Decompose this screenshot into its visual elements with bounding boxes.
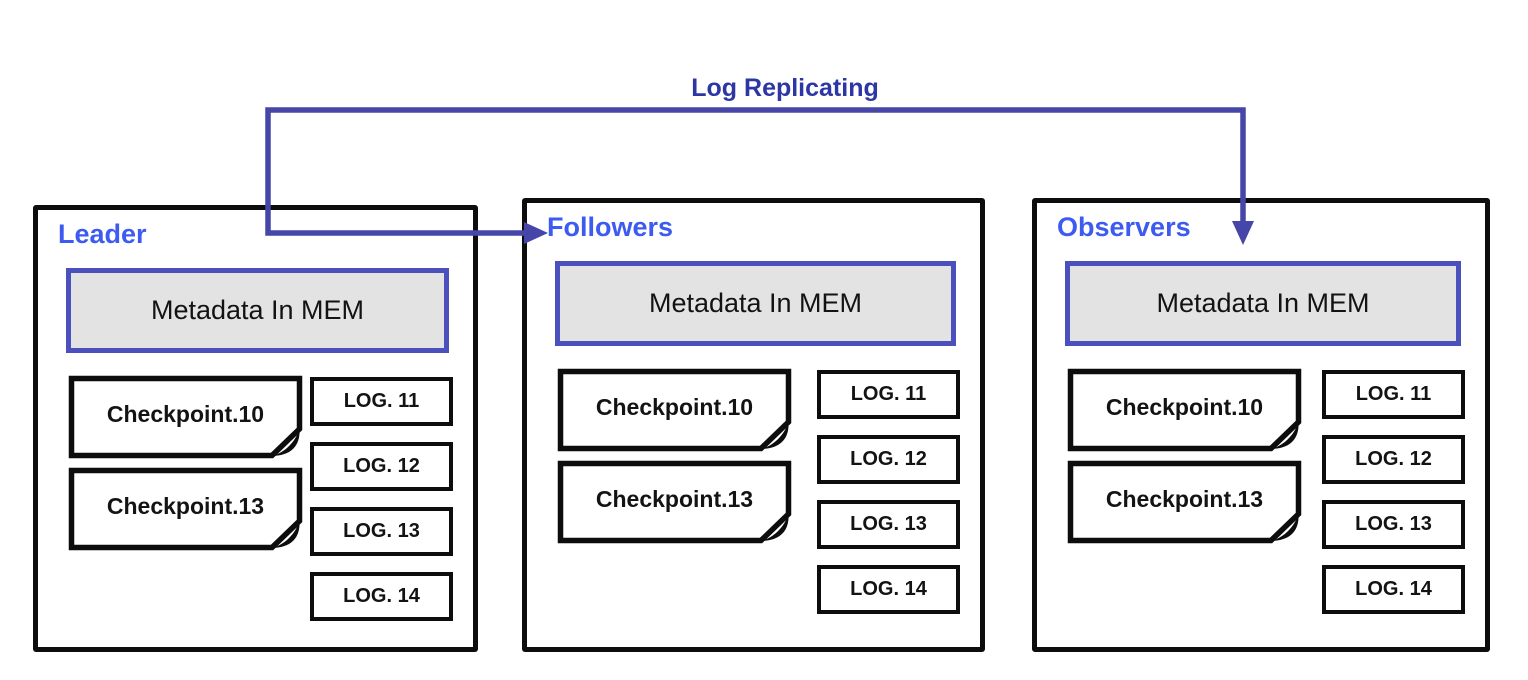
node-followers-log-4: LOG. 14	[817, 565, 960, 614]
folded-corner-document-icon	[1067, 368, 1302, 452]
node-leader-label: Leader	[58, 219, 147, 249]
folded-corner-document-icon	[557, 460, 792, 544]
node-followers-log-1: LOG. 11	[817, 370, 960, 419]
node-followers-label: Followers	[547, 212, 674, 242]
node-observers-metadata-box: Metadata In MEM	[1065, 261, 1461, 346]
node-followers: Followers Metadata In MEM Checkpoint.10 …	[522, 198, 985, 652]
node-observers-log-3: LOG. 13	[1322, 500, 1465, 549]
checkpoint-label: Checkpoint.13	[595, 485, 754, 512]
node-observers-log-4: LOG. 14	[1322, 565, 1465, 614]
metadata-label: Metadata In MEM	[648, 288, 863, 318]
node-observers: Observers Metadata In MEM Checkpoint.10 …	[1032, 198, 1490, 652]
checkpoint-label: Checkpoint.10	[595, 393, 754, 420]
node-leader-log-1: LOG. 11	[310, 377, 453, 426]
node-observers-log-2: LOG. 12	[1322, 435, 1465, 484]
folded-corner-document-icon	[1067, 460, 1302, 544]
metadata-label: Metadata In MEM	[150, 295, 365, 325]
checkpoint-label: Checkpoint.13	[106, 492, 265, 519]
folded-corner-document-icon	[68, 375, 303, 459]
node-followers-checkpoint-2: Checkpoint.13	[557, 460, 792, 544]
node-observers-label: Observers	[1057, 212, 1191, 242]
node-leader: Leader Metadata In MEM Checkpoint.10 Che…	[33, 205, 478, 652]
diagram-title: Log Replicating	[691, 74, 879, 102]
node-observers-checkpoint-2: Checkpoint.13	[1067, 460, 1302, 544]
folded-corner-document-icon	[68, 467, 303, 551]
node-leader-log-4: LOG. 14	[310, 572, 453, 621]
folded-corner-document-icon	[557, 368, 792, 452]
node-leader-log-2: LOG. 12	[310, 442, 453, 491]
node-leader-metadata-box: Metadata In MEM	[66, 268, 449, 353]
checkpoint-label: Checkpoint.13	[1105, 485, 1264, 512]
node-leader-checkpoint-1: Checkpoint.10	[68, 375, 303, 459]
checkpoint-label: Checkpoint.10	[106, 400, 265, 427]
checkpoint-label: Checkpoint.10	[1105, 393, 1264, 420]
node-followers-log-2: LOG. 12	[817, 435, 960, 484]
node-followers-log-3: LOG. 13	[817, 500, 960, 549]
node-observers-checkpoint-1: Checkpoint.10	[1067, 368, 1302, 452]
node-followers-metadata-box: Metadata In MEM	[555, 261, 956, 346]
node-observers-log-1: LOG. 11	[1322, 370, 1465, 419]
metadata-label: Metadata In MEM	[1156, 288, 1370, 318]
node-leader-log-3: LOG. 13	[310, 507, 453, 556]
node-leader-checkpoint-2: Checkpoint.13	[68, 467, 303, 551]
node-followers-checkpoint-1: Checkpoint.10	[557, 368, 792, 452]
